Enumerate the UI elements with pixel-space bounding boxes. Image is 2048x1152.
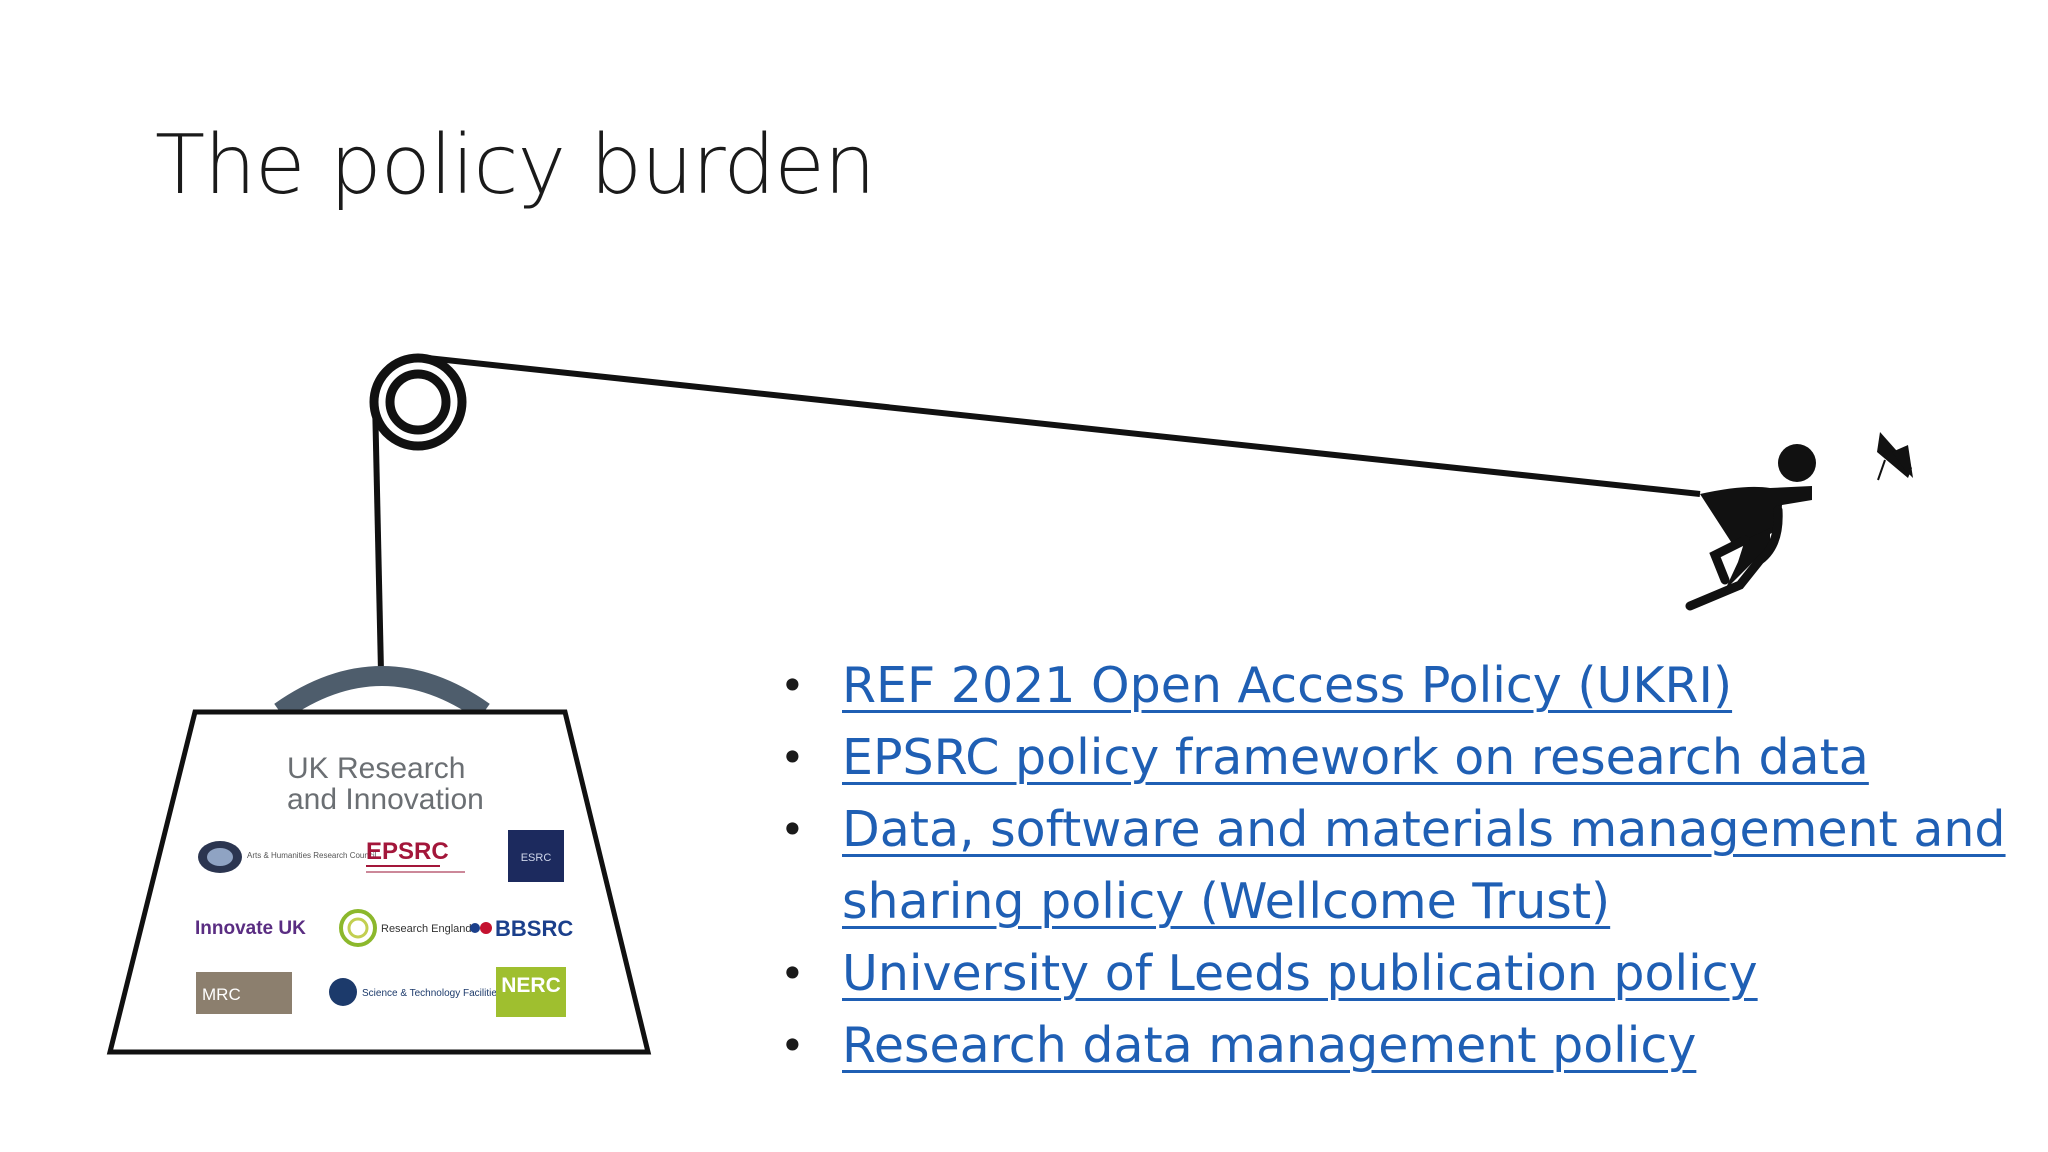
esrc-logo: ESRC	[508, 830, 564, 882]
stfc-logo: Science & Technology Facilities Council	[329, 978, 538, 1006]
rope-vertical	[372, 399, 384, 673]
epsrc-logo: EPSRC	[366, 838, 465, 873]
stfc-logo-text: Science & Technology Facilities Council	[362, 988, 538, 999]
graduation-cap-icon	[1877, 432, 1913, 481]
ukri-heading-line1: UK Research	[287, 752, 465, 785]
list-item: Research data management policy	[780, 1010, 2010, 1082]
research-england-logo-text: Research England	[381, 923, 472, 935]
policy-link-ref-2021[interactable]: REF 2021 Open Access Policy (UKRI)	[842, 657, 1733, 714]
list-item: REF 2021 Open Access Policy (UKRI)	[780, 650, 2010, 722]
slide-title: The policy burden	[155, 118, 876, 213]
innovate-uk-logo: Innovate UK	[195, 918, 306, 939]
weight-handle	[274, 666, 490, 721]
epsrc-logo-text: EPSRC	[366, 838, 449, 865]
nerc-logo-text: NERC	[501, 974, 561, 997]
nerc-logo: NERC	[496, 967, 566, 1017]
policy-link-wellcome[interactable]: Data, software and materials management …	[842, 801, 2006, 930]
bbsrc-logo: BBSRC	[470, 916, 573, 941]
rope-line	[417, 354, 1701, 497]
running-figure-icon	[1685, 444, 1816, 611]
research-england-logo: Research England	[339, 909, 472, 947]
mrc-logo-text: MRC	[202, 985, 241, 1004]
policy-link-epsrc[interactable]: EPSRC policy framework on research data	[842, 729, 1869, 786]
bbsrc-logo-text: BBSRC	[495, 916, 573, 941]
policy-link-leeds-publication[interactable]: University of Leeds publication policy	[842, 945, 1758, 1002]
pulley-icon	[369, 353, 467, 451]
ahrc-logo: Arts & Humanities Research Council	[198, 841, 377, 873]
list-item: University of Leeds publication policy	[780, 938, 2010, 1010]
esrc-logo-text: ESRC	[521, 852, 552, 864]
list-item: Data, software and materials management …	[780, 794, 2010, 938]
policy-link-rdm[interactable]: Research data management policy	[842, 1017, 1697, 1074]
mrc-logo: MRC	[196, 972, 292, 1014]
policy-list: REF 2021 Open Access Policy (UKRI) EPSRC…	[780, 650, 2010, 1082]
ahrc-logo-text: Arts & Humanities Research Council	[247, 851, 377, 860]
list-item: EPSRC policy framework on research data	[780, 722, 2010, 794]
ukri-heading-line2: and Innovation	[287, 783, 484, 816]
